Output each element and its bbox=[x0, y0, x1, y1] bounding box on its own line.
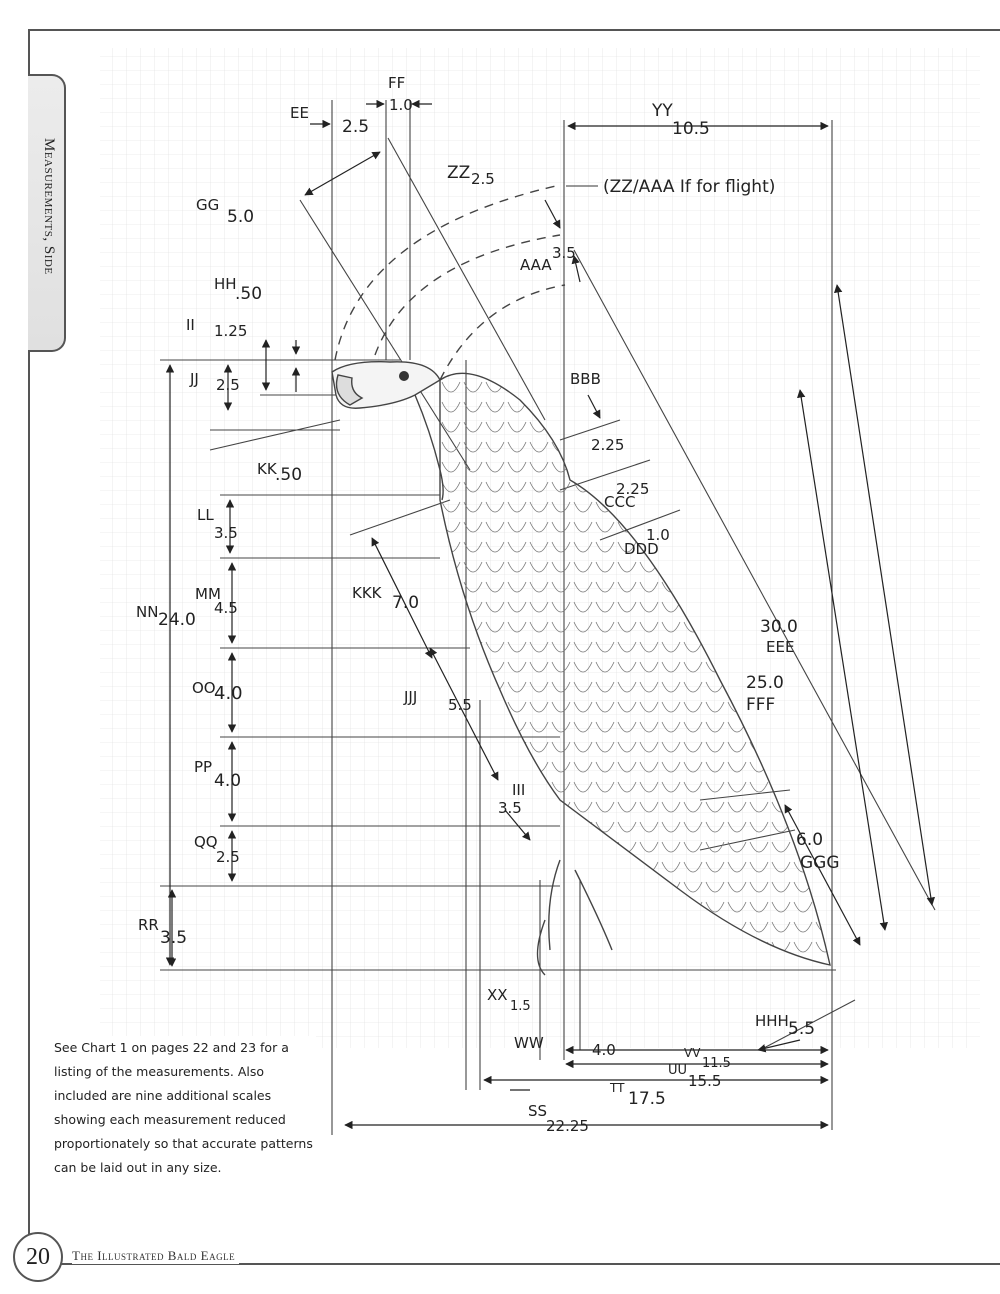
label-value-qq: 2.5 bbox=[216, 848, 240, 866]
chart-reference-note: See Chart 1 on pages 22 and 23 for a lis… bbox=[54, 1036, 316, 1180]
label-id-ww: WW bbox=[514, 1034, 544, 1052]
label-value-ll: 3.5 bbox=[214, 524, 238, 542]
label-id-uu: UU bbox=[668, 1063, 687, 1078]
label-value-zz: 2.5 bbox=[471, 170, 495, 188]
label-id-xx: XX bbox=[487, 986, 508, 1004]
label-value-aaa: 3.5 bbox=[552, 244, 576, 262]
measurement-labels: EE 2.5 FF 1.0 GG 5.0 HH .50 II 1.25 JJ 2… bbox=[136, 74, 840, 1135]
flight-arcs bbox=[334, 184, 566, 381]
label-value-oo: 4.0 bbox=[214, 683, 243, 704]
label-value-ccc: 2.25 bbox=[616, 480, 649, 498]
label-id-ggg: GGG bbox=[800, 853, 840, 873]
label-value-rr: 3.5 bbox=[160, 928, 187, 948]
label-id-ff: FF bbox=[388, 74, 405, 92]
label-value-mm: 4.5 bbox=[214, 599, 238, 617]
eagle-illustration bbox=[331, 361, 831, 976]
label-value-bbb: 2.25 bbox=[591, 436, 624, 454]
label-id-zz: ZZ bbox=[447, 163, 470, 183]
label-value-uu: 15.5 bbox=[688, 1072, 721, 1090]
dimension-arrows bbox=[165, 99, 936, 1130]
label-id-kk: KK bbox=[257, 460, 278, 478]
page-number: 20 bbox=[13, 1232, 63, 1282]
label-value-ww: 4.0 bbox=[592, 1041, 616, 1059]
label-value-hhh: 5.5 bbox=[788, 1019, 815, 1039]
label-id-ee: EE bbox=[290, 104, 309, 122]
label-value-nn: 24.0 bbox=[158, 610, 196, 630]
label-value-ff: 1.0 bbox=[389, 96, 413, 114]
label-id-hh: HH bbox=[214, 275, 237, 293]
label-id-nn: NN bbox=[136, 603, 158, 621]
label-id-ccc: CCC bbox=[604, 493, 635, 511]
label-value-vv: 11.5 bbox=[702, 1056, 731, 1071]
label-value-hh: .50 bbox=[235, 284, 262, 304]
label-value-ddd: 1.0 bbox=[646, 526, 670, 544]
label-id-pp: PP bbox=[194, 758, 212, 776]
label-id-ii: II bbox=[186, 316, 195, 334]
label-id-oo: OO bbox=[192, 679, 216, 697]
flight-note: (ZZ/AAA If for flight) bbox=[603, 177, 775, 197]
label-id-yy: YY bbox=[651, 101, 673, 121]
label-id-jj: JJ bbox=[189, 370, 199, 388]
label-id-iii: III bbox=[512, 781, 525, 799]
label-id-tt: TT bbox=[609, 1081, 625, 1095]
label-value-kkk: 7.0 bbox=[392, 593, 419, 613]
book-title: The Illustrated Bald Eagle bbox=[72, 1248, 240, 1264]
label-value-ee: 2.5 bbox=[342, 117, 369, 137]
label-id-ll: LL bbox=[197, 506, 214, 524]
label-id-qq: QQ bbox=[194, 833, 218, 851]
label-id-mm: MM bbox=[195, 585, 221, 603]
label-value-ii: 1.25 bbox=[214, 322, 247, 340]
label-value-ss: 22.25 bbox=[546, 1117, 589, 1135]
label-value-jjj: 5.5 bbox=[448, 696, 472, 714]
label-value-xx: 1.5 bbox=[510, 999, 531, 1014]
page-frame bbox=[28, 29, 1000, 1265]
label-value-eee: 30.0 bbox=[760, 617, 798, 637]
label-value-tt: 17.5 bbox=[628, 1089, 666, 1109]
eagle-measurement-diagram: (ZZ/AAA If for flight) EE 2.5 FF 1.0 GG … bbox=[100, 48, 980, 1135]
label-id-rr: RR bbox=[138, 916, 159, 934]
label-value-ggg: 6.0 bbox=[796, 830, 823, 850]
label-value-pp: 4.0 bbox=[214, 771, 241, 791]
label-id-gg: GG bbox=[196, 196, 219, 214]
label-id-ss: SS bbox=[528, 1102, 547, 1120]
label-id-bbb: BBB bbox=[570, 370, 601, 388]
label-id-hhh: HHH bbox=[755, 1012, 789, 1030]
label-id-fff: FFF bbox=[746, 695, 775, 715]
label-value-iii: 3.5 bbox=[498, 799, 522, 817]
label-value-kk: .50 bbox=[275, 465, 302, 485]
label-value-fff: 25.0 bbox=[746, 673, 784, 693]
section-tab: Measurements, Side bbox=[28, 74, 66, 352]
label-id-aaa: AAA bbox=[520, 256, 552, 274]
label-value-yy: 10.5 bbox=[672, 119, 710, 139]
label-id-ddd: DDD bbox=[624, 540, 659, 558]
label-id-eee: EEE bbox=[766, 638, 794, 656]
label-id-vv: VV bbox=[684, 1046, 701, 1060]
label-id-jjj: JJJ bbox=[403, 688, 417, 706]
label-value-gg: 5.0 bbox=[227, 207, 254, 227]
label-value-jj: 2.5 bbox=[216, 376, 240, 394]
label-id-kkk: KKK bbox=[352, 584, 383, 602]
